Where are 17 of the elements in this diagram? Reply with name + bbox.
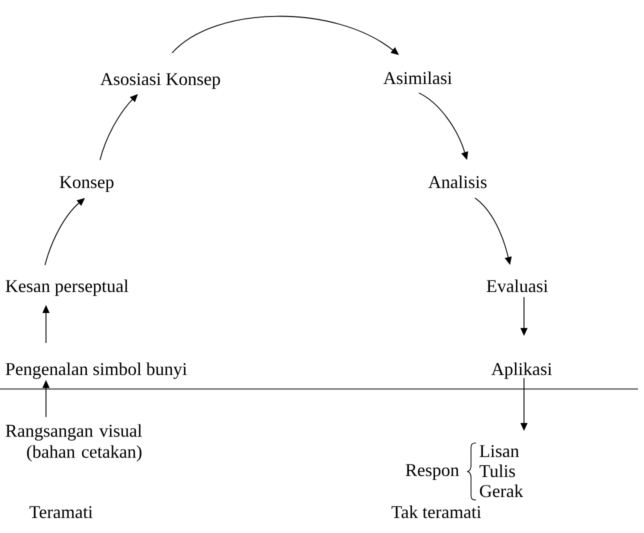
step-label: Aplikasi (491, 362, 552, 379)
region-label: Teramati (30, 506, 93, 518)
group-label: Respon (406, 464, 459, 480)
step-label: Konsep (60, 176, 114, 192)
step-label: Pengenalan simbol bunyi (6, 362, 187, 379)
step-label: Asosiasi Konsep (100, 73, 220, 89)
curved-arrow (44, 198, 85, 266)
step-label: Rangsangan visual (bahan cetakan) (6, 424, 142, 462)
list-item: Gerak (480, 484, 524, 498)
list-item: Tulis (480, 464, 515, 478)
step-label: Analisis (428, 176, 487, 188)
step-label: Kesan perseptual (6, 280, 128, 296)
list-item: Lisan (480, 445, 519, 458)
step-label: Asimilasi (383, 72, 452, 84)
curved-arrow (100, 94, 138, 160)
step-label: Evaluasi (486, 280, 548, 292)
curved-arrow (172, 16, 399, 55)
